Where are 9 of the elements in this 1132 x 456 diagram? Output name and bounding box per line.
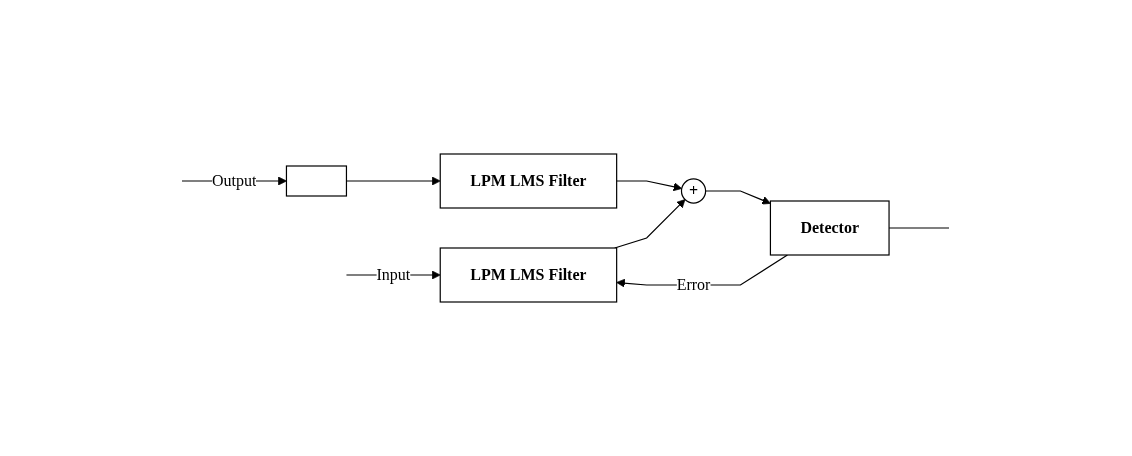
edge-label: Output (212, 172, 257, 189)
node-box: LPM LMS Filter (440, 153, 618, 209)
node-box: Detector (770, 200, 891, 256)
edge-label: Input (376, 266, 411, 283)
node-box (286, 165, 348, 197)
arrow (614, 199, 686, 249)
node-box: LPM LMS Filter (440, 247, 618, 303)
node-circle: + (681, 178, 707, 204)
edge-label: Error (677, 276, 711, 293)
